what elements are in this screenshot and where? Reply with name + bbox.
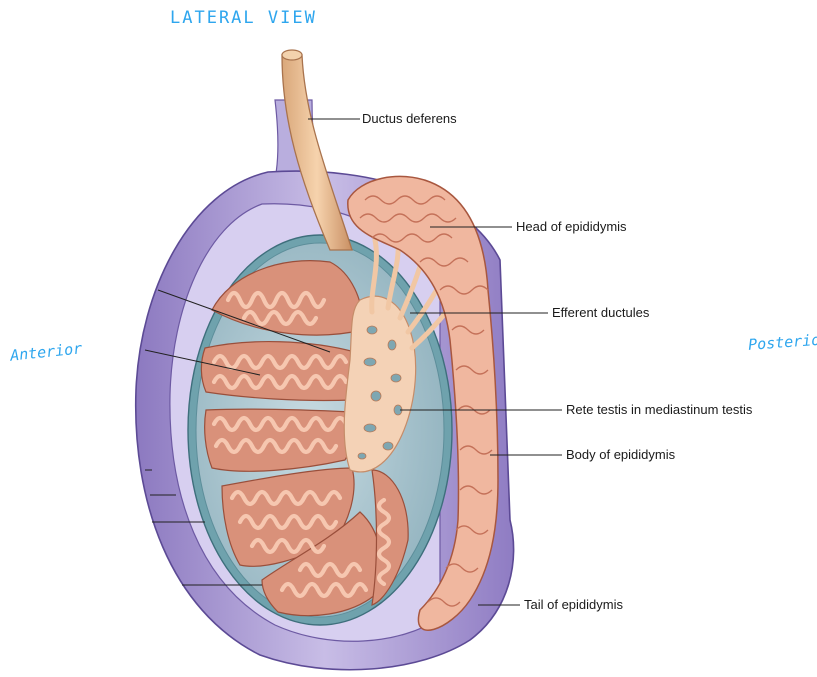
label-head-of-epididymis: Head of epididymis (516, 219, 627, 234)
label-ductus-deferens: Ductus deferens (362, 111, 457, 126)
label-body-of-epididymis: Body of epididymis (566, 447, 676, 462)
view-title-annotation: LATERAL VIEW (170, 8, 317, 28)
epididymis-coils (359, 195, 493, 607)
seminiferous-tubules (211, 290, 392, 599)
leader-lines (144, 118, 562, 606)
ductus-deferens (281, 54, 353, 251)
label-tail-of-epididymis: Tail of epididymis (524, 597, 623, 612)
label-rete-testis: Rete testis in mediastinum testis (566, 402, 753, 417)
epididymis (347, 175, 499, 631)
label-efferent-ductules: Efferent ductules (552, 305, 650, 320)
rete-testis-holes (357, 325, 403, 460)
